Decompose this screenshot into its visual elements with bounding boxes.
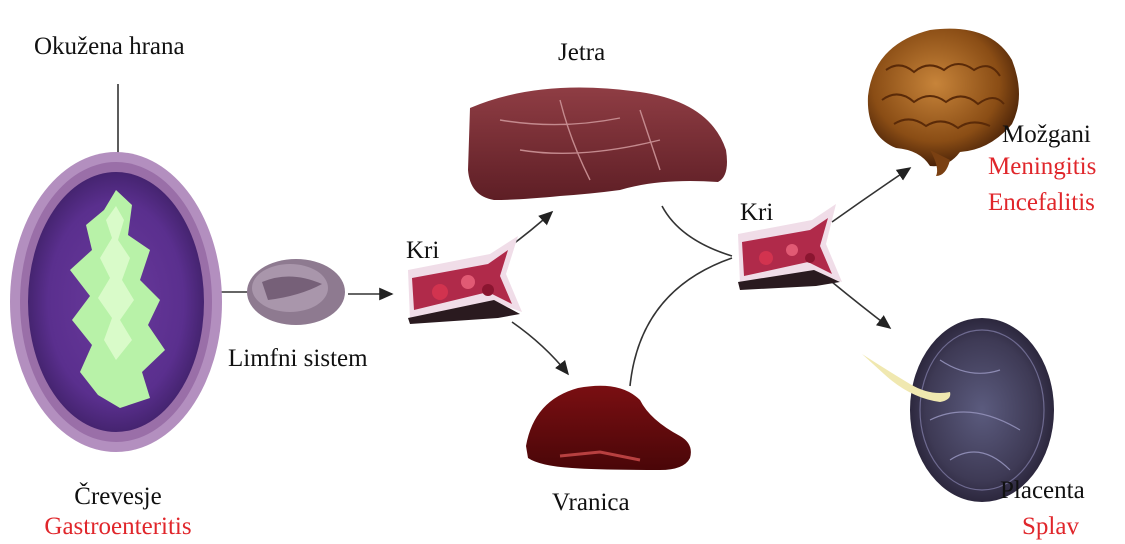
- blood-label-1: Kri: [406, 238, 439, 263]
- miscarriage-label: Splav: [1022, 514, 1079, 539]
- blood-to-brain-arrow: [832, 168, 910, 222]
- lymph-system-label: Limfni sistem: [228, 346, 368, 371]
- food-label: Okužena hrana: [34, 34, 185, 59]
- brain-label: Možgani: [1002, 122, 1091, 147]
- lymph-node-image: [247, 259, 345, 325]
- blood-label-2: Kri: [740, 200, 773, 225]
- liver-to-blood-line: [662, 206, 732, 256]
- encephalitis-label: Encefalitis: [988, 190, 1095, 215]
- blood-to-placenta-arrow: [832, 282, 890, 328]
- blood-to-spleen-arrow: [512, 322, 568, 374]
- liver-image: [468, 88, 727, 200]
- meningitis-label: Meningitis: [988, 154, 1096, 179]
- intestine-label: Črevesje: [74, 484, 161, 509]
- intestine-disease-label: Gastroenteritis: [44, 514, 191, 539]
- spleen-label: Vranica: [552, 490, 630, 515]
- placenta-image: [862, 318, 1054, 502]
- spleen-image: [526, 386, 691, 470]
- spleen-to-blood-line: [630, 258, 732, 386]
- liver-label: Jetra: [558, 40, 605, 65]
- intestine-cross-section-image: [10, 152, 222, 452]
- placenta-label: Placenta: [1000, 478, 1085, 503]
